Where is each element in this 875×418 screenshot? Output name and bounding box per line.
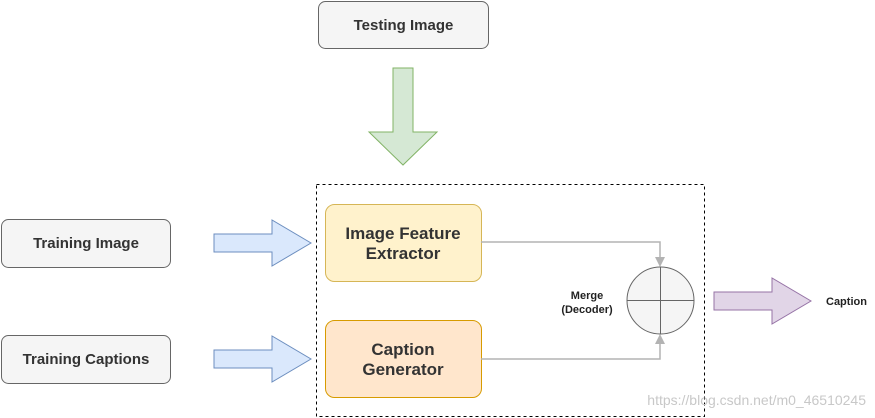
connector-generator-arrowhead bbox=[655, 334, 665, 344]
blue-right-arrow-lower bbox=[213, 335, 312, 383]
training-image-label: Training Image bbox=[33, 235, 139, 252]
caption-generator-node[interactable]: Caption Generator bbox=[325, 320, 482, 398]
caption-generator-label-line1: Caption bbox=[371, 340, 434, 359]
image-feature-extractor-node[interactable]: Image Feature Extractor bbox=[325, 204, 482, 282]
testing-image-node[interactable]: Testing Image bbox=[318, 1, 489, 49]
caption-generator-label-line2: Generator bbox=[362, 360, 444, 379]
blue-right-arrow-upper bbox=[213, 219, 312, 267]
image-feature-extractor-label-line1: Image Feature bbox=[345, 224, 460, 243]
watermark: https://blog.csdn.net/m0_46510245 bbox=[647, 392, 866, 408]
merge-label-line1: Merge bbox=[571, 290, 603, 302]
output-caption-label: Caption bbox=[826, 296, 867, 308]
training-captions-node[interactable]: Training Captions bbox=[1, 335, 171, 384]
merge-label-line2: (Decoder) bbox=[561, 304, 613, 316]
connector-feature-to-merge bbox=[481, 241, 661, 260]
testing-image-label: Testing Image bbox=[354, 17, 454, 34]
connector-feature-arrowhead bbox=[655, 257, 665, 267]
green-down-arrow bbox=[367, 67, 439, 166]
model-container bbox=[316, 184, 705, 417]
image-feature-extractor-label-line2: Extractor bbox=[366, 244, 441, 263]
connector-generator-to-merge bbox=[481, 341, 661, 360]
purple-output-arrow bbox=[713, 277, 812, 325]
merge-decoder-node[interactable] bbox=[626, 266, 695, 335]
training-captions-label: Training Captions bbox=[23, 351, 150, 368]
training-image-node[interactable]: Training Image bbox=[1, 219, 171, 268]
